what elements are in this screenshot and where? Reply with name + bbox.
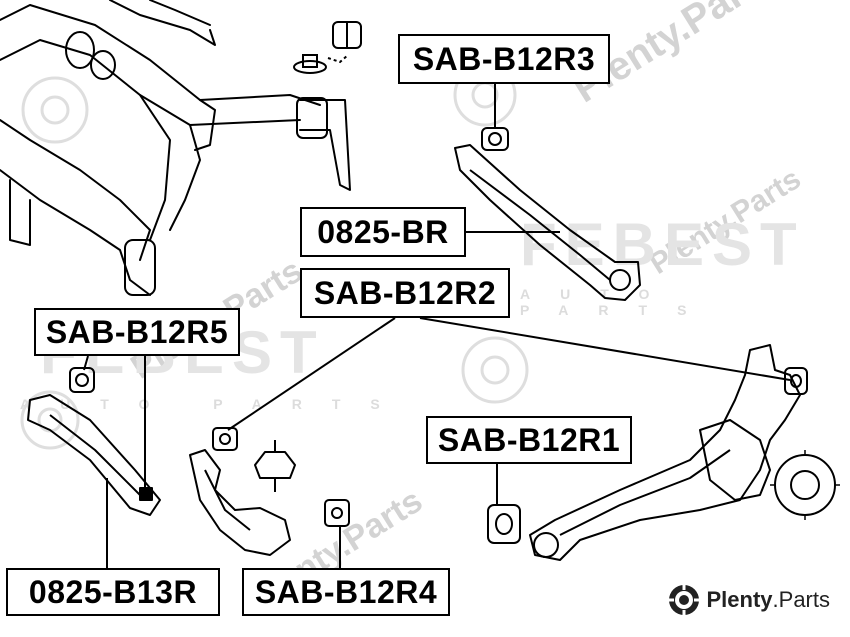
subframe-drawing: [0, 0, 351, 296]
gear-icon: [668, 585, 699, 615]
leader-lines: [83, 83, 791, 568]
lateral-link-drawing: [27, 367, 161, 516]
label-sab-b12r5[interactable]: SAB-B12R5: [34, 308, 240, 356]
label-sab-b12r4[interactable]: SAB-B12R4: [242, 568, 450, 616]
label-0825-br[interactable]: 0825-BR: [300, 207, 466, 257]
label-0825-b13r[interactable]: 0825-B13R: [6, 568, 220, 616]
brand-text: Plenty.Parts: [707, 587, 831, 613]
label-sab-b12r1[interactable]: SAB-B12R1: [426, 416, 632, 464]
label-sab-b12r3[interactable]: SAB-B12R3: [398, 34, 610, 84]
watermark-tagline-left: AUTO PARTS: [20, 396, 410, 412]
mount-bushing-drawing: [293, 21, 362, 74]
upper-arm-drawing: [454, 127, 641, 301]
lower-arm-drawing: [189, 427, 350, 556]
label-sab-b12r2[interactable]: SAB-B12R2: [300, 268, 510, 318]
watermark-gear-icon: [20, 63, 529, 450]
plenty-parts-logo: Plenty.Parts: [667, 583, 831, 617]
brand-name-rest: .Parts: [772, 587, 830, 612]
knuckle-assembly-drawing: [487, 344, 840, 561]
brand-name-bold: Plenty: [706, 587, 773, 612]
